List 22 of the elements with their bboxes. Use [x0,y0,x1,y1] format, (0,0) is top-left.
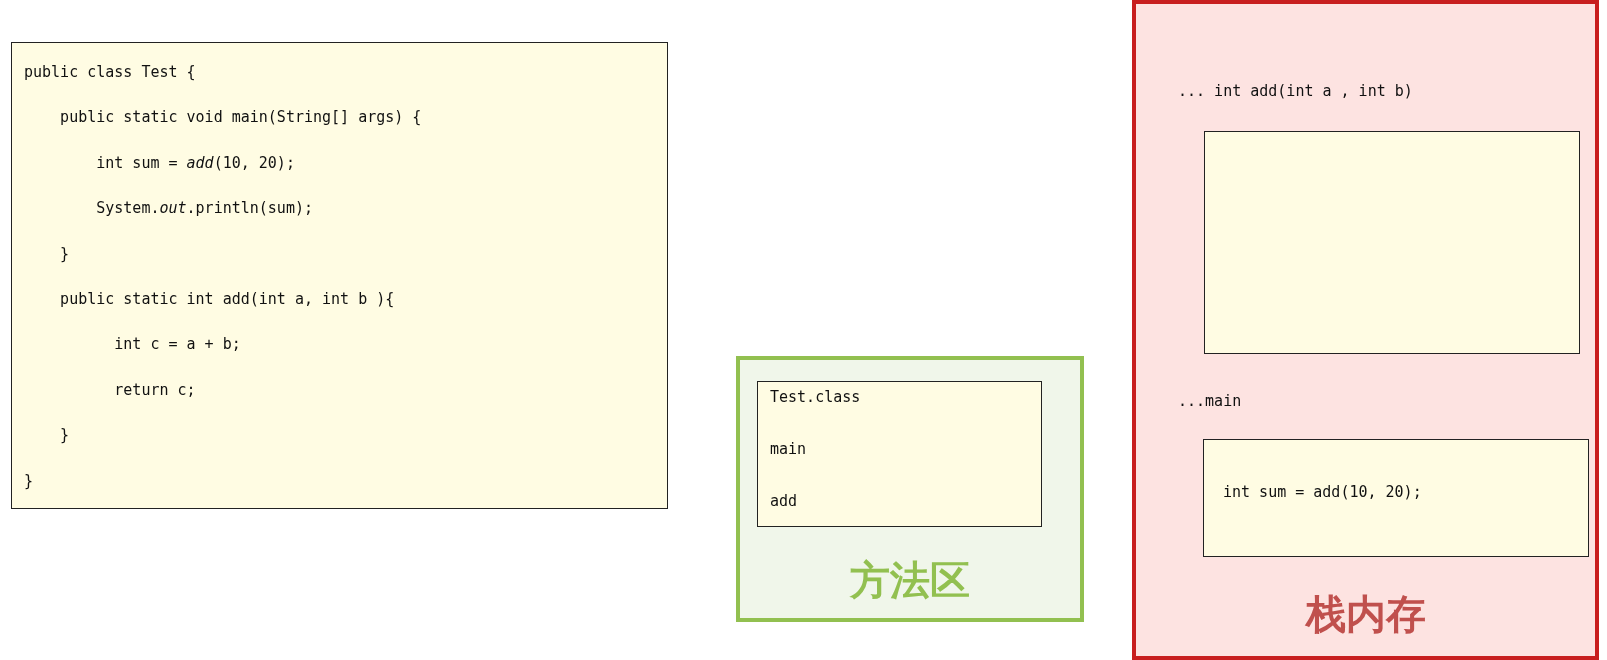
code-line: } [24,471,34,490]
code-line: } [59,244,70,263]
code-line: int c = a + b; [113,335,241,354]
class-info-box [757,381,1042,527]
code-line: return c; [113,380,196,399]
list-item: add [770,492,798,510]
code-line: } [59,426,70,445]
code-line: int sum = add(10, 20); [1223,483,1422,501]
stack-memory-panel [1132,0,1599,660]
code-line: public class Test { [24,63,196,81]
list-item: main [770,440,807,458]
code-line: int sum = add(10, 20); [95,153,295,172]
code-line: System.out.println(sum); [95,199,313,218]
method-area-panel [736,356,1084,622]
code-line: public static void main(String[] args) { [59,108,422,127]
section-title: 方法区 [848,556,971,605]
code-panel [11,42,668,509]
section-title: 栈内存 [1304,590,1427,639]
frame-heading: ... int add(int a , int b) [1178,82,1413,100]
code-line: public static int add(int a, int b ){ [59,290,395,308]
list-item: Test.class [770,388,861,406]
frame-heading: ...main [1178,392,1242,410]
